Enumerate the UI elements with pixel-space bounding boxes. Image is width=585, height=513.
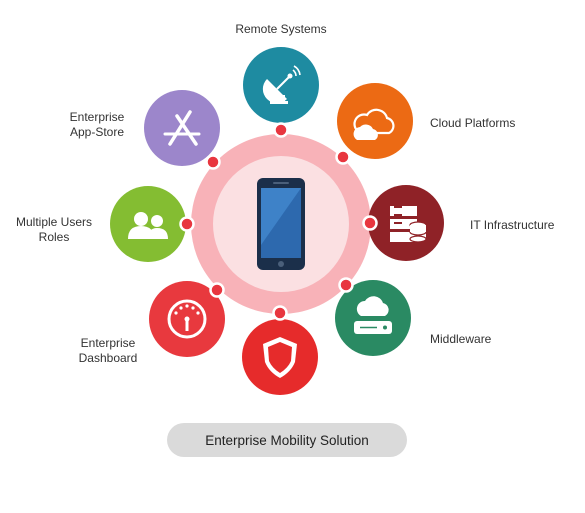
label-middleware: Middleware [430, 332, 491, 347]
connector-dot [179, 216, 195, 232]
node-cloud-platforms [335, 83, 413, 165]
label-line: Cloud Platforms [430, 116, 516, 130]
connector-dot [362, 215, 378, 231]
connector-dot [273, 122, 289, 138]
node-circle [335, 280, 411, 356]
label-cloud-platforms: Cloud Platforms [430, 116, 515, 131]
label-line: Enterprise [69, 110, 125, 124]
gauge-icon [167, 299, 207, 339]
satellite-dish-icon [262, 65, 301, 104]
label-line: App-Store [69, 125, 124, 139]
label-remote-systems: Remote Systems [235, 22, 326, 37]
label-line: IT Infrastructure [470, 218, 555, 232]
server-database-icon [390, 206, 427, 243]
node-enterprise-app-store [144, 90, 221, 170]
node-security [242, 305, 318, 395]
connector-dot [209, 282, 225, 298]
node-circle [110, 186, 186, 262]
node-middleware [335, 277, 411, 356]
label-it-infrastructure: IT Infrastructure [470, 218, 554, 233]
label-line: Dashboard [78, 351, 138, 365]
cloud-server-icon [354, 296, 392, 334]
connector-dot [205, 154, 221, 170]
node-remote-systems [243, 47, 319, 138]
smartphone-icon [257, 178, 305, 270]
connector-dot [338, 277, 354, 293]
node-circle [337, 83, 413, 159]
label-line: Enterprise [80, 336, 136, 350]
connector-dot [335, 149, 351, 165]
label-line: Middleware [430, 332, 492, 346]
connector-dot [272, 305, 288, 321]
footer-title: Enterprise Mobility Solution [167, 423, 407, 457]
node-enterprise-dashboard [149, 281, 225, 357]
label-line: Multiple Users [15, 215, 93, 229]
node-it-infrastructure [362, 185, 444, 261]
app-store-icon [163, 110, 201, 146]
users-icon [128, 212, 168, 239]
label-line: Roles [38, 230, 70, 244]
label-line: Remote Systems [235, 22, 327, 36]
cloud-icon [353, 108, 395, 140]
shield-icon [263, 337, 297, 378]
node-multiple-users-roles [110, 186, 195, 262]
